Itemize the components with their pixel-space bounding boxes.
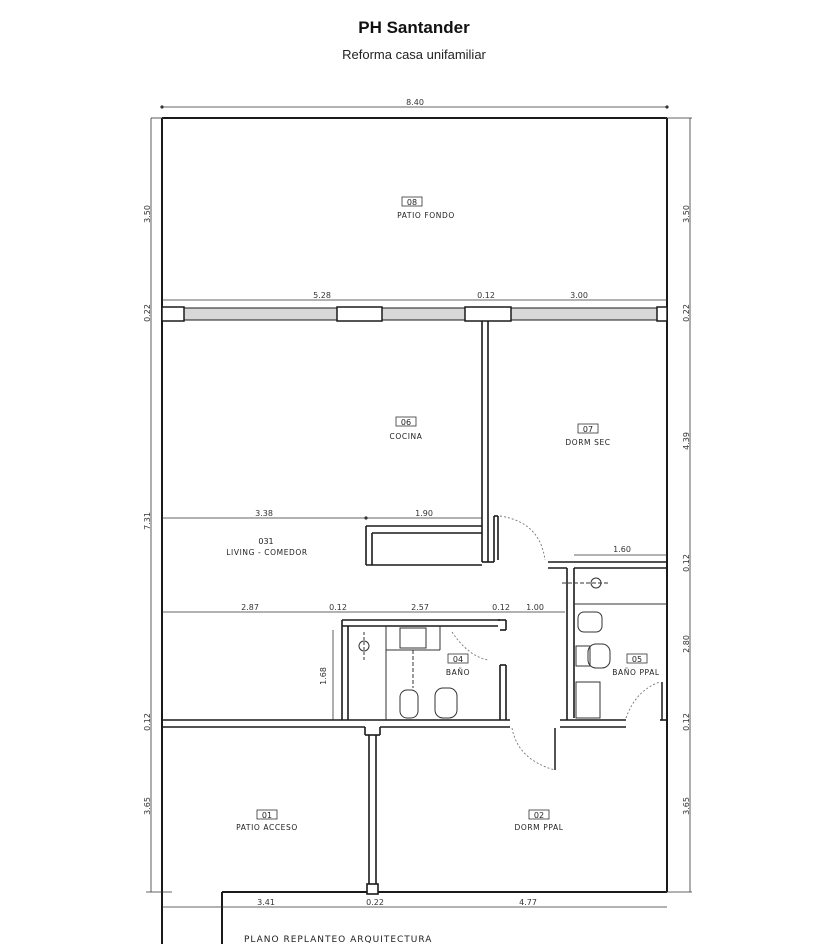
svg-text:01: 01 bbox=[262, 811, 272, 820]
dimension-labels: 8.40 3.50 3.50 0.22 0.22 5.28 0.12 3.00 … bbox=[143, 98, 691, 907]
svg-text:0.22: 0.22 bbox=[366, 898, 384, 907]
room-05-bano-ppal: 05 BAÑO PPAL bbox=[612, 653, 660, 677]
svg-text:8.40: 8.40 bbox=[406, 98, 424, 107]
room-08-patio-fondo: 08 PATIO FONDO bbox=[397, 196, 455, 220]
svg-text:3.38: 3.38 bbox=[255, 509, 273, 518]
svg-text:3.00: 3.00 bbox=[570, 291, 588, 300]
svg-text:COCINA: COCINA bbox=[390, 432, 423, 441]
bidet-icon bbox=[399, 689, 419, 719]
svg-text:0.12: 0.12 bbox=[682, 713, 691, 731]
page-subtitle: Reforma casa unifamiliar bbox=[342, 47, 486, 62]
dimension-lines bbox=[146, 105, 692, 908]
door-swings bbox=[451, 515, 661, 771]
bidet-icon bbox=[577, 611, 603, 633]
svg-text:1.60: 1.60 bbox=[613, 545, 631, 554]
plan-caption: PLANO REPLANTEO ARQUITECTURA bbox=[244, 935, 432, 944]
toilet-icon bbox=[587, 643, 611, 669]
svg-text:2.87: 2.87 bbox=[241, 603, 259, 612]
svg-text:3.50: 3.50 bbox=[682, 205, 691, 223]
svg-text:05: 05 bbox=[632, 655, 642, 664]
svg-text:3.65: 3.65 bbox=[143, 797, 152, 815]
svg-text:0.12: 0.12 bbox=[682, 554, 691, 572]
svg-text:07: 07 bbox=[583, 425, 593, 434]
wall-row-1 bbox=[161, 306, 668, 322]
svg-text:BAÑO: BAÑO bbox=[446, 668, 470, 677]
page-title: PH Santander bbox=[358, 18, 470, 37]
shower-icon bbox=[358, 640, 370, 652]
svg-text:0.12: 0.12 bbox=[477, 291, 495, 300]
svg-text:LIVING - COMEDOR: LIVING - COMEDOR bbox=[226, 548, 307, 557]
svg-text:1.68: 1.68 bbox=[319, 667, 328, 685]
door-leaves bbox=[554, 682, 663, 770]
room-01-patio-acceso: 01 PATIO ACCESO bbox=[236, 809, 298, 832]
svg-text:3.65: 3.65 bbox=[682, 797, 691, 815]
svg-text:2.57: 2.57 bbox=[411, 603, 429, 612]
svg-text:02: 02 bbox=[534, 811, 544, 820]
outer-walls bbox=[161, 117, 668, 944]
svg-text:3.50: 3.50 bbox=[143, 205, 152, 223]
toilet-icon bbox=[434, 687, 458, 719]
room-labels: 08 PATIO FONDO 06 COCINA 07 DORM SEC 031… bbox=[226, 196, 660, 832]
svg-text:0.22: 0.22 bbox=[143, 304, 152, 322]
room-04-bano: 04 BAÑO bbox=[446, 653, 470, 677]
svg-text:4.77: 4.77 bbox=[519, 898, 537, 907]
svg-text:DORM PPAL: DORM PPAL bbox=[514, 823, 563, 832]
room-031-living-comedor: 031 LIVING - COMEDOR bbox=[226, 537, 307, 557]
svg-text:2.80: 2.80 bbox=[682, 635, 691, 653]
svg-text:DORM SEC: DORM SEC bbox=[565, 438, 610, 447]
svg-text:04: 04 bbox=[453, 655, 463, 664]
svg-text:08: 08 bbox=[407, 198, 417, 207]
svg-text:1.90: 1.90 bbox=[415, 509, 433, 518]
svg-text:3.41: 3.41 bbox=[257, 898, 275, 907]
svg-text:0.12: 0.12 bbox=[143, 713, 152, 731]
svg-text:0.12: 0.12 bbox=[329, 603, 347, 612]
bathroom-fixtures bbox=[358, 577, 667, 720]
svg-text:PATIO FONDO: PATIO FONDO bbox=[397, 211, 455, 220]
svg-text:BAÑO PPAL: BAÑO PPAL bbox=[612, 668, 660, 677]
svg-text:0.22: 0.22 bbox=[682, 304, 691, 322]
room-06-cocina: 06 COCINA bbox=[390, 416, 423, 441]
room-02-dorm-ppal: 02 DORM PPAL bbox=[514, 809, 563, 832]
svg-text:PATIO ACCESO: PATIO ACCESO bbox=[236, 823, 298, 832]
svg-text:1.00: 1.00 bbox=[526, 603, 544, 612]
svg-text:7.31: 7.31 bbox=[143, 512, 152, 530]
sink-icon bbox=[575, 681, 601, 719]
svg-text:0.12: 0.12 bbox=[492, 603, 510, 612]
svg-text:031: 031 bbox=[258, 537, 273, 546]
room-07-dorm-sec: 07 DORM SEC bbox=[565, 423, 610, 447]
svg-text:5.28: 5.28 bbox=[313, 291, 331, 300]
interior-walls bbox=[162, 321, 667, 895]
svg-text:4.39: 4.39 bbox=[682, 432, 691, 450]
svg-text:06: 06 bbox=[401, 418, 411, 427]
